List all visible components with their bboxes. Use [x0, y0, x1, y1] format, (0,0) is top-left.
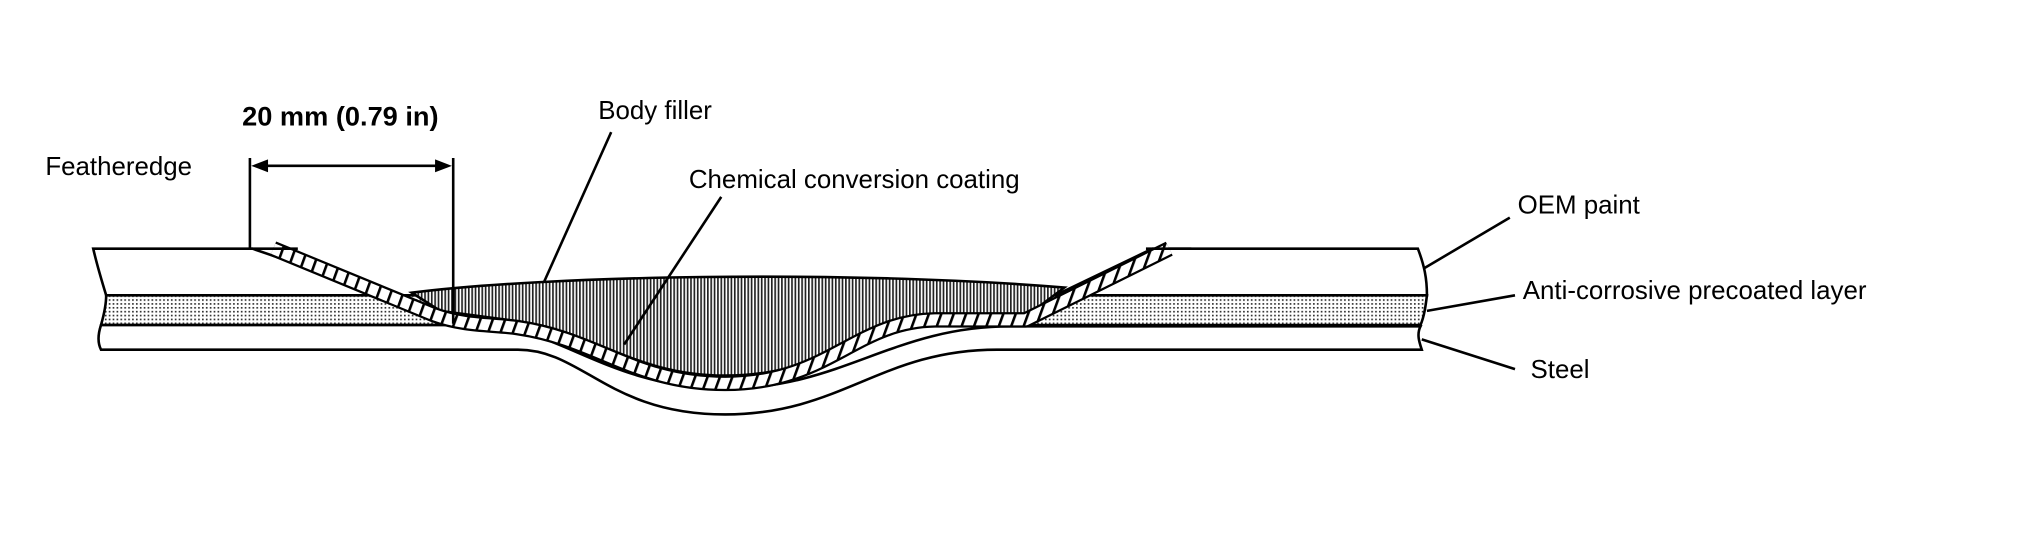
leader-oem-paint	[1423, 216, 1511, 270]
chemical-coating-band	[271, 243, 1172, 389]
label-body-filler: Body filler	[598, 97, 712, 125]
arrow-right-icon	[435, 159, 452, 173]
label-oem-paint: OEM paint	[1518, 192, 1640, 220]
leader-chemical-coating	[623, 196, 723, 346]
label-featheredge: Featheredge	[45, 153, 192, 181]
label-chemical-coating: Chemical conversion coating	[689, 166, 1020, 194]
label-precoat: Anti-corrosive precoated layer	[1523, 277, 1867, 305]
dimension-label: 20 mm (0.79 in)	[242, 101, 438, 132]
leader-body-filler	[542, 131, 613, 283]
label-steel: Steel	[1531, 356, 1590, 384]
leader-precoat	[1426, 294, 1516, 313]
leader-steel	[1421, 338, 1516, 371]
arrow-left-icon	[251, 159, 269, 173]
